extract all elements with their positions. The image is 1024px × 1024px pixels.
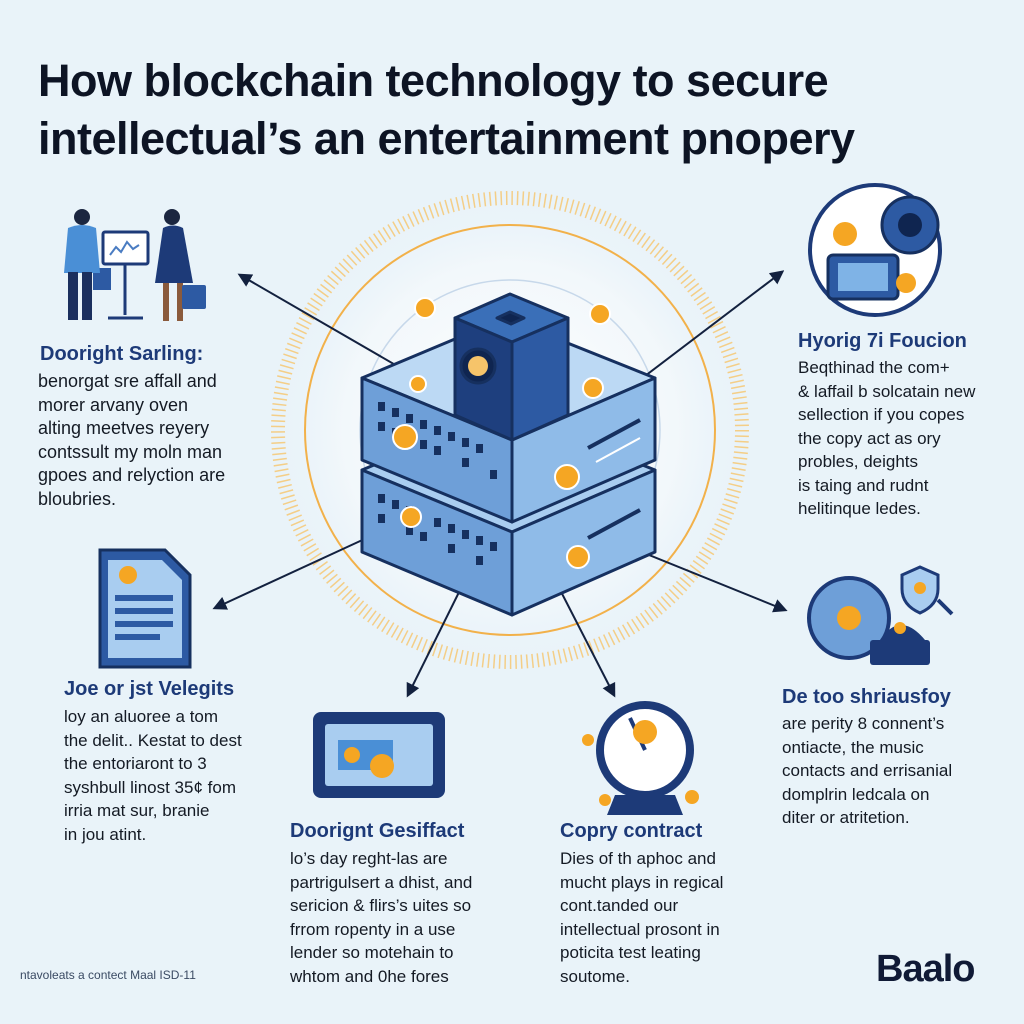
footer-note: ntavoleats a contect Maal ISD-11 — [20, 968, 196, 982]
camera-device-icon — [808, 183, 942, 317]
body-line: soutome. — [560, 966, 630, 986]
body-line: domplrin ledcala on — [782, 784, 930, 804]
body-line: gpoes and relyction are — [38, 465, 226, 485]
body-line: bloubries. — [38, 488, 117, 509]
body-line: the entoriaront to 3 — [64, 754, 207, 773]
section-heading-mid-left: Joe or jst Velegits — [64, 678, 235, 700]
body-line: is taing and rudnt — [798, 475, 929, 495]
section-body-mid-left: loy an aluoree a tom the delit.. Kestat … — [64, 705, 242, 846]
body-line: ontiacte, the music — [782, 737, 924, 757]
server-slots — [587, 418, 641, 540]
body-line: contacts and errisanial — [782, 761, 953, 780]
body-line: diter or atritetion. — [782, 808, 910, 827]
body-line: cont.tanded our — [560, 896, 679, 915]
body-line: contssult my moln man — [38, 441, 223, 462]
body-line: the delit.. Kestat to dest — [64, 730, 242, 750]
section-body-top-left: benorgat sre affall and morer arvany ove… — [38, 370, 225, 511]
brand-logo: Baalo — [876, 948, 975, 990]
section-heading-top-left: Dooright Sarling: — [40, 343, 204, 365]
body-line: Dies of th aphoc and — [560, 849, 716, 868]
body-line: alting meetves reyery — [38, 418, 210, 438]
section-heading-bottom-center: Doorignt Gesiffact — [290, 820, 465, 842]
body-line: sericion & flirs’s uites so — [290, 896, 472, 915]
body-line: Beqthinad the com+ — [798, 358, 950, 377]
security-shield-icon — [807, 565, 954, 665]
body-line: helitinque ledes. — [798, 499, 921, 518]
body-line: poticita test leating — [560, 943, 701, 962]
title-line-1: How blockchain technology to secure — [38, 55, 829, 106]
server-windows — [378, 402, 497, 565]
section-body-bottom-center: lo’s day reght-las are partrigulsert a d… — [290, 847, 472, 988]
network-nodes — [392, 297, 611, 569]
body-line: frrom ropenty in a use — [290, 919, 456, 939]
body-line: sellection if you copes — [798, 405, 965, 424]
body-line: the copy act as ory — [798, 428, 941, 448]
body-line: loy an aluoree a tom — [64, 707, 219, 726]
blockchain-server-stack — [360, 292, 657, 617]
body-line: morer arvany oven — [38, 394, 189, 415]
section-body-bottom-right: Dies of th aphoc and mucht plays in regi… — [560, 847, 723, 988]
body-line: & laffail b solcatain new — [798, 381, 976, 401]
body-line: intellectual prosont in — [560, 919, 720, 939]
body-line: benorgat sre affall and — [38, 371, 217, 391]
tablet-icon — [313, 712, 445, 798]
section-body-top-right: Beqthinad the com+ & laffail b solcatain… — [798, 356, 975, 521]
section-body-mid-right: are perity 8 connent’s ontiacte, the mus… — [782, 712, 952, 830]
body-line: syshbull linost 35¢ fom — [64, 777, 236, 797]
section-heading-top-right: Hyorig 7i Foucion — [798, 330, 967, 352]
body-line: in jou atint. — [64, 824, 147, 844]
body-line: mucht plays in regical — [560, 872, 724, 892]
body-line: lender so motehain to — [290, 943, 454, 962]
gauge-icon — [582, 701, 699, 815]
page-title: How blockchain technology to secure inte… — [38, 52, 998, 168]
body-line: are perity 8 connent’s — [782, 714, 945, 733]
body-line: whtom and 0he fores — [290, 966, 449, 986]
body-line: probles, deights — [798, 452, 919, 471]
document-icon — [98, 548, 192, 669]
section-heading-bottom-right: Copry contract — [560, 820, 703, 842]
body-line: lo’s day reght-las are — [290, 849, 448, 868]
body-line: irria mat sur, branie — [64, 801, 210, 820]
title-line-2: intellectual’s an entertainment pnopery — [38, 113, 855, 164]
body-line: partrigulsert a dhist, and — [290, 872, 473, 892]
section-heading-mid-right: De too shriausfoy — [782, 686, 951, 708]
people-presenting-illustration — [64, 209, 206, 321]
